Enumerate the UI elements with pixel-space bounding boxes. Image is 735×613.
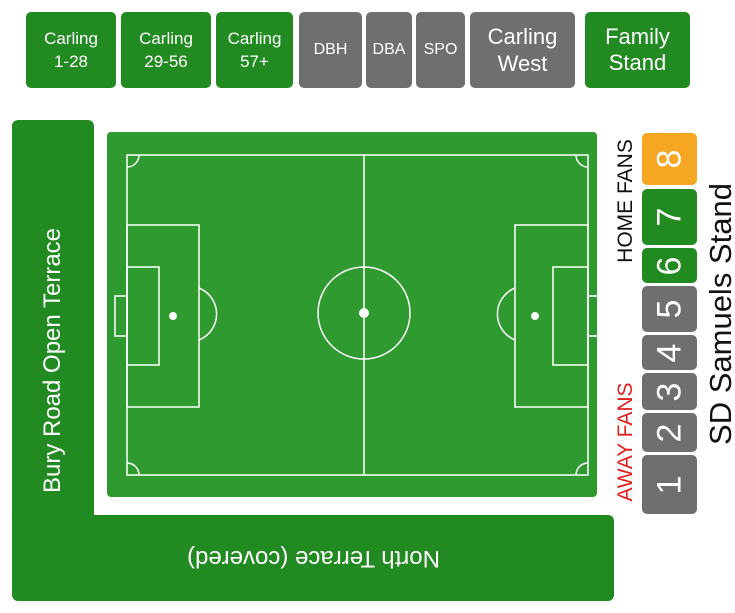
north-terrace-label: North Terrace (covered) [186,545,440,572]
section-6[interactable]: 6 [642,248,697,283]
section-2[interactable]: 2 [642,413,697,452]
stand-dba[interactable]: DBA [366,12,412,88]
section-1[interactable]: 1 [642,455,697,514]
section-7[interactable]: 7 [642,189,697,245]
sd-samuels-stand-label: SD Samuels Stand [703,183,735,445]
stand-carling-57[interactable]: Carling 57+ [216,12,293,88]
stand-carling-29-56[interactable]: Carling 29-56 [121,12,211,88]
stand-spo[interactable]: SPO [416,12,465,88]
stand-family-stand[interactable]: Family Stand [585,12,690,88]
stand-carling-west[interactable]: Carling West [470,12,575,88]
section-8[interactable]: 8 [642,133,697,185]
stand-dbh[interactable]: DBH [299,12,362,88]
stand-north-terrace[interactable]: North Terrace (covered) [12,515,614,601]
section-4[interactable]: 4 [642,335,697,370]
stand-carling-1-28[interactable]: Carling 1-28 [26,12,116,88]
section-3[interactable]: 3 [642,373,697,410]
pitch [107,132,597,497]
bury-road-label: Bury Road Open Terrace [39,227,67,493]
section-5[interactable]: 5 [642,286,697,332]
pitch-markings [114,154,597,476]
away-fans-label: AWAY FANS [614,382,637,502]
home-fans-label: HOME FANS [614,139,637,263]
